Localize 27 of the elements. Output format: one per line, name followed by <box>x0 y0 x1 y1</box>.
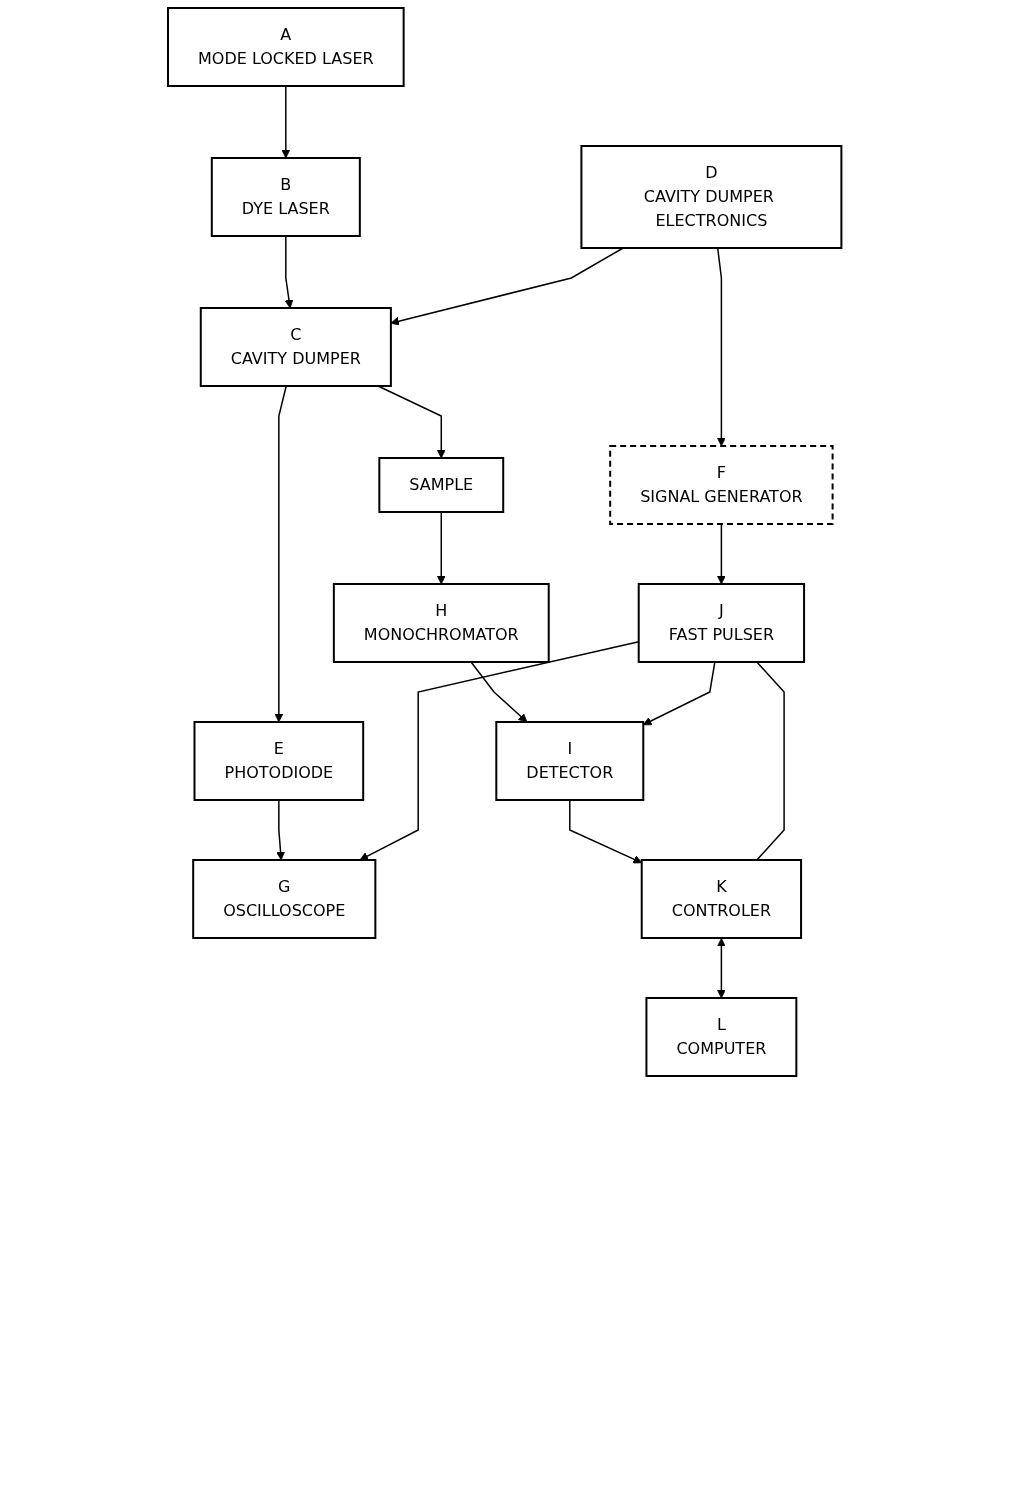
arrow <box>716 247 726 447</box>
arrow <box>716 938 726 999</box>
arrow <box>470 661 528 723</box>
node-box: A MODE LOCKED LASER <box>166 7 405 87</box>
arrow <box>642 661 716 726</box>
arrow <box>284 235 294 309</box>
arrow <box>390 247 624 326</box>
arrow <box>276 799 285 861</box>
arrow <box>568 799 642 864</box>
node-box: L COMPUTER <box>645 997 798 1077</box>
node-box: H MONOCHROMATOR <box>332 583 550 663</box>
arrow <box>281 85 290 159</box>
node-box: B DYE LASER <box>210 157 361 237</box>
node-box: J FAST PULSER <box>637 583 805 663</box>
arrow <box>274 385 287 723</box>
node-box: K CONTROLER <box>640 859 802 939</box>
node-box: E PHOTODIODE <box>193 721 364 801</box>
arrow <box>436 511 446 585</box>
node-box: D CAVITY DUMPER ELECTRONICS <box>580 145 843 249</box>
node-box: I DETECTOR <box>495 721 645 801</box>
arrow <box>377 385 446 459</box>
node-box: SAMPLE <box>378 457 504 513</box>
connector <box>755 661 785 861</box>
node-box: C CAVITY DUMPER <box>199 307 392 387</box>
node-box: F SIGNAL GENERATOR <box>608 445 834 525</box>
node-box: G OSCILLOSCOPE <box>192 859 377 939</box>
arrow <box>716 523 726 585</box>
